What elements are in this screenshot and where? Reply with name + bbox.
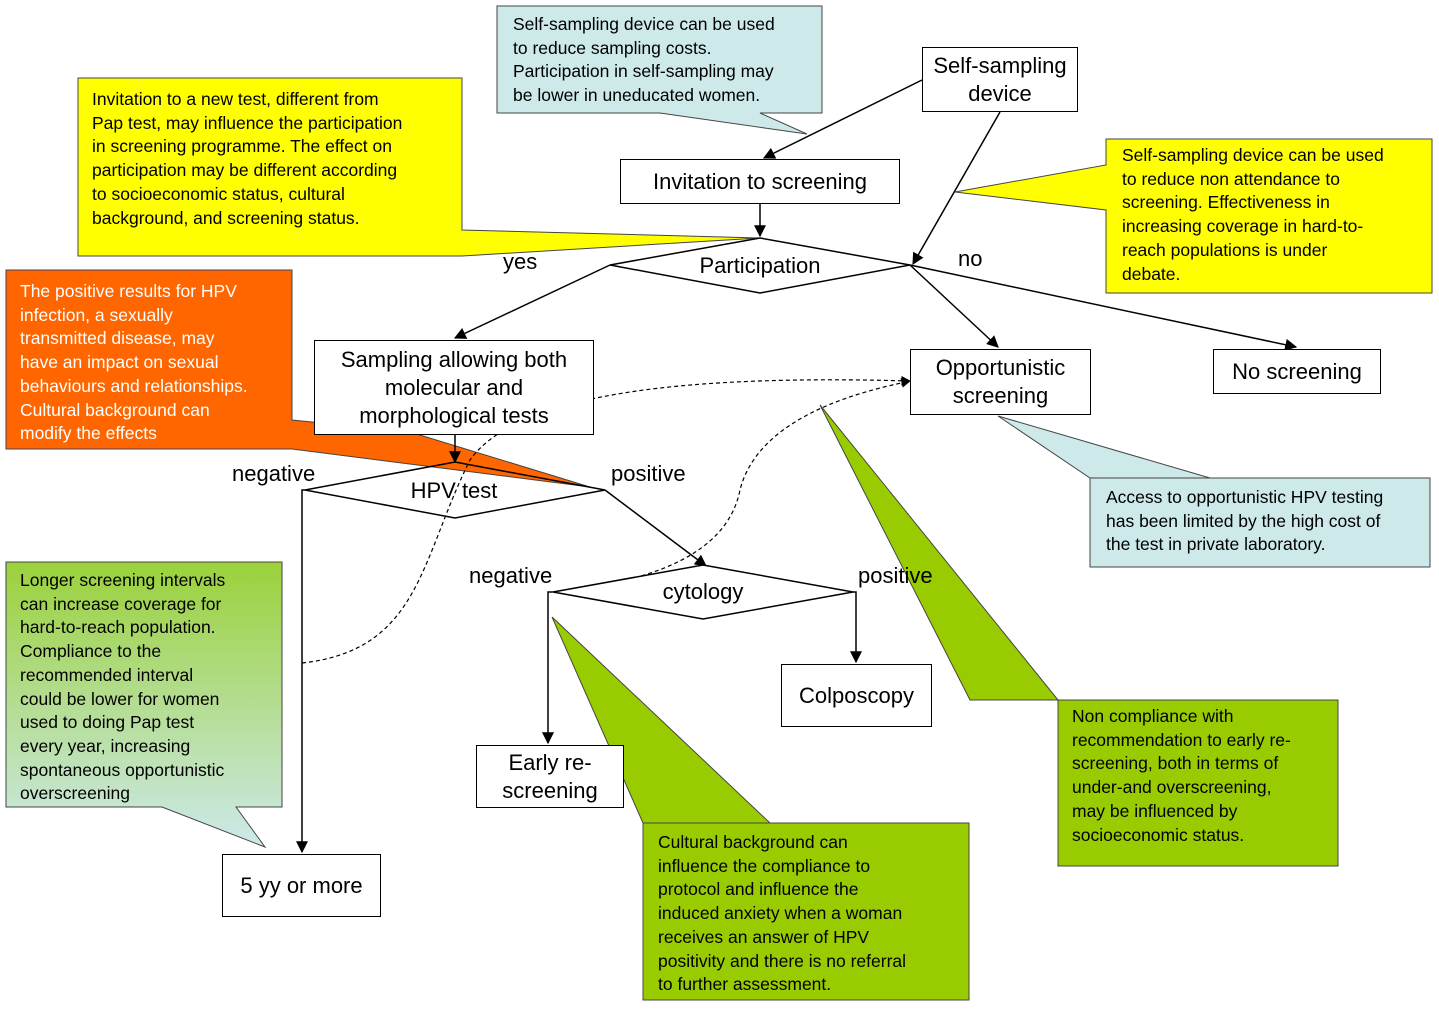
dashed-5yy-to-opportunistic <box>301 375 911 664</box>
callout-line: receives an answer of HPV <box>658 926 870 947</box>
callout-line: recommended interval <box>20 664 194 685</box>
callout-line: to further assessment. <box>658 974 832 995</box>
callout-line: screening, both in terms of <box>1072 753 1279 774</box>
callout-line: can increase coverage for <box>20 593 222 614</box>
node-early-rescreening: Early re-screening <box>476 745 624 808</box>
callout-line: could be lower for women <box>20 688 220 709</box>
callout-opportunistic-cost-shape <box>997 415 1431 568</box>
cytology-diamond <box>552 564 854 620</box>
callout-line: Compliance to the <box>20 641 162 662</box>
callout-line: under-and overscreening, <box>1072 777 1272 798</box>
callout-line: may be influenced by <box>1072 800 1238 821</box>
callout-hpv-positive: The positive results for HPV infection, a… <box>14 280 292 446</box>
callout-line: Cultural background can <box>20 399 210 420</box>
edge-cyto-negative-to-early <box>542 591 554 745</box>
callout-line: Invitation to a new test, different from <box>92 89 379 109</box>
label-participation: Participation <box>699 253 821 278</box>
edge-yes-to-sampling <box>453 264 611 339</box>
edge-hpv-positive-to-cytology <box>604 489 707 567</box>
edge-label-cyto-negative: negative <box>469 563 553 588</box>
callout-line: hard-to-reach population. <box>20 617 216 638</box>
callout-longer-intervals-shape <box>5 561 283 849</box>
callout-non-attendance-shape <box>954 138 1433 294</box>
callout-line: Non compliance with <box>1072 706 1234 726</box>
callout-line: Self-sampling device can be used <box>1122 145 1384 165</box>
edge-label-hpv-negative: negative <box>232 461 316 486</box>
label-cytology: cytology <box>662 579 744 604</box>
node-self-sampling-device: Self-sampling device <box>922 47 1078 112</box>
node-sampling: Sampling allowing both molecular and mor… <box>314 340 594 435</box>
callout-self-sampling-costs: Self-sampling device can be used to reduc… <box>507 13 819 108</box>
edge-label-hpv-positive: positive <box>611 461 686 486</box>
callout-self-sampling-costs-shape <box>496 5 823 135</box>
callout-line: transmitted disease, may <box>20 328 215 349</box>
edge-label-cyto-positive: positive <box>858 563 933 588</box>
node-no-screening: No screening <box>1213 349 1381 394</box>
callout-line: debate. <box>1122 263 1181 284</box>
edge-self-sampling-to-invitation <box>762 79 923 159</box>
edge-no-to-no-screening <box>909 264 1298 351</box>
callout-line: has been limited by the high cost of <box>1106 510 1381 531</box>
edge-hpv-negative-to-5yy <box>296 489 308 854</box>
callout-line: in screening programme. The effect on <box>92 136 392 157</box>
callout-invitation-effect: Invitation to a new test, different from… <box>86 88 462 230</box>
node-5yy-or-more: 5 yy or more <box>222 854 381 917</box>
callout-opportunistic-cost: Access to opportunistic HPV testing has b… <box>1100 486 1430 557</box>
callout-line: Cultural background can <box>658 832 848 852</box>
callout-line: The positive results for HPV <box>20 281 237 301</box>
node-colposcopy: Colposcopy <box>781 664 932 727</box>
callout-line: socioeconomic status. <box>1072 824 1245 845</box>
callout-line: protocol and influence the <box>658 879 859 900</box>
node-opportunistic-screening: Opportunistic screening <box>910 349 1091 415</box>
callout-line: reach populations is under <box>1122 239 1328 260</box>
participation-diamond <box>609 237 911 294</box>
edge-label-yes: yes <box>503 249 538 274</box>
callout-line: screening. Effectiveness in <box>1122 192 1330 213</box>
callout-line: background, and screening status. <box>92 207 360 228</box>
callout-line: increasing coverage in hard-to- <box>1122 216 1364 237</box>
callout-line: positivity and there is no referral <box>658 950 907 971</box>
callout-non-compliance-shape <box>819 404 1339 867</box>
callout-hpv-positive-shape <box>5 269 591 488</box>
callout-line: participation may be different according <box>92 160 398 181</box>
callout-line: be lower in uneducated women. <box>513 85 761 106</box>
callout-line: influence the compliance to <box>658 855 871 876</box>
callout-line: to reduce sampling costs. <box>513 37 712 58</box>
callout-line: spontaneous opportunistic <box>20 759 225 780</box>
edge-cyto-positive-to-colposcopy <box>850 591 862 664</box>
callout-line: infection, a sexually <box>20 304 173 325</box>
callout-line: the test in private laboratory. <box>1106 534 1326 555</box>
callout-line: overscreening <box>20 783 130 804</box>
callout-longer-intervals: Longer screening intervals can increase c… <box>14 569 282 806</box>
node-invitation-to-screening: Invitation to screening <box>620 159 900 204</box>
label-hpv-test: HPV test <box>410 478 498 503</box>
callout-line: used to doing Pap test <box>20 712 195 733</box>
hpv-test-diamond <box>304 461 606 519</box>
callout-line: induced anxiety when a woman <box>658 903 903 924</box>
edge-self-sampling-to-participation <box>912 111 1001 266</box>
callout-line: Self-sampling device can be used <box>513 14 775 34</box>
callout-line: behaviours and relationships. <box>20 375 248 396</box>
callout-line: to reduce non attendance to <box>1122 168 1340 189</box>
callout-non-compliance: Non compliance with recommendation to ear… <box>1066 705 1338 847</box>
callout-cultural-background-shape <box>551 616 970 1001</box>
callout-line: Longer screening intervals <box>20 570 226 590</box>
callout-line: recommendation to early re- <box>1072 729 1291 750</box>
edge-label-no: no <box>958 246 983 271</box>
callout-line: every year, increasing <box>20 735 191 756</box>
callout-line: Participation in self-sampling may <box>513 61 774 82</box>
callout-cultural-background: Cultural background can influence the com… <box>652 831 968 997</box>
callout-line: Pap test, may influence the participatio… <box>92 112 403 133</box>
dashed-cytology-to-opportunistic <box>551 378 911 593</box>
callout-line: modify the effects <box>20 423 157 444</box>
callout-line: to socioeconomic status, cultural <box>92 183 345 204</box>
edge-no-to-opportunistic <box>909 264 999 348</box>
callout-non-attendance: Self-sampling device can be used to reduc… <box>1116 144 1430 286</box>
callout-line: have an impact on sexual <box>20 352 219 373</box>
callout-line: Access to opportunistic HPV testing <box>1106 487 1384 507</box>
